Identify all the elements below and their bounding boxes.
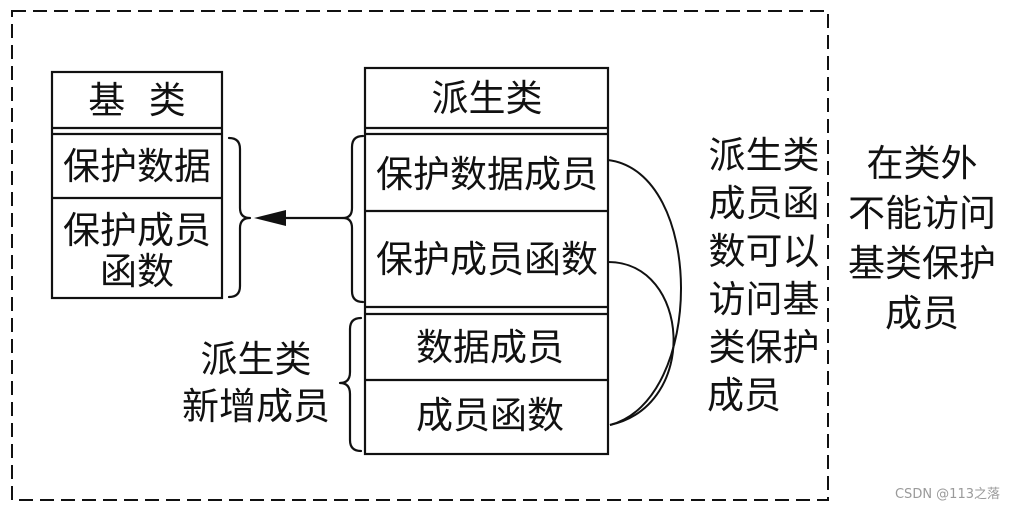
base-class-title: 基 类 (88, 79, 186, 122)
new-members-label-line2: 新增成员 (182, 385, 330, 428)
base-protected-member-function-line2: 函数 (100, 250, 174, 293)
access-note-line: 派生类 (709, 134, 820, 177)
inherit-arrow (254, 210, 343, 226)
access-note-line: 成员 (707, 374, 781, 417)
derived-class-box: 派生类 保护数据成员 保护成员函数 数据成员 成员函数 (363, 66, 610, 456)
inherited-protected-brace (341, 134, 365, 304)
base-class-box: 基 类 保护数据 保护成员 函数 (50, 70, 224, 300)
watermark: CSDN @113之落 (895, 487, 1000, 502)
access-note: 派生类 成员函 数可以 访问基 类保护 成员 (707, 134, 820, 417)
outside-note-line: 不能访问 (848, 192, 996, 235)
derived-protected-data-member: 保护数据成员 (376, 153, 598, 196)
access-note-line: 类保护 (709, 326, 820, 369)
new-members-brace (338, 316, 363, 453)
derived-protected-member-function: 保护成员函数 (376, 238, 598, 281)
access-curve-to-protected-data (607, 159, 682, 426)
base-protected-data: 保护数据 (63, 145, 211, 188)
derived-member-function: 成员函数 (416, 394, 564, 437)
access-note-line: 访问基 (709, 278, 820, 321)
access-note-line: 成员函 (709, 182, 820, 225)
derived-class-title: 派生类 (432, 77, 543, 120)
outside-access-note: 在类外 不能访问 基类保护 成员 (848, 142, 996, 335)
access-note-line: 数可以 (709, 230, 820, 273)
class-scope-frame (11, 10, 829, 501)
derived-data-member: 数据成员 (416, 326, 564, 369)
outside-note-line: 在类外 (867, 142, 978, 185)
outside-note-line: 成员 (885, 292, 959, 335)
outside-note-line: 基类保护 (848, 242, 996, 285)
new-members-label-line1: 派生类 (201, 338, 312, 381)
access-curve-to-protected-function (607, 261, 675, 426)
base-protected-brace (227, 136, 252, 299)
base-protected-member-function-line1: 保护成员 (63, 209, 211, 252)
